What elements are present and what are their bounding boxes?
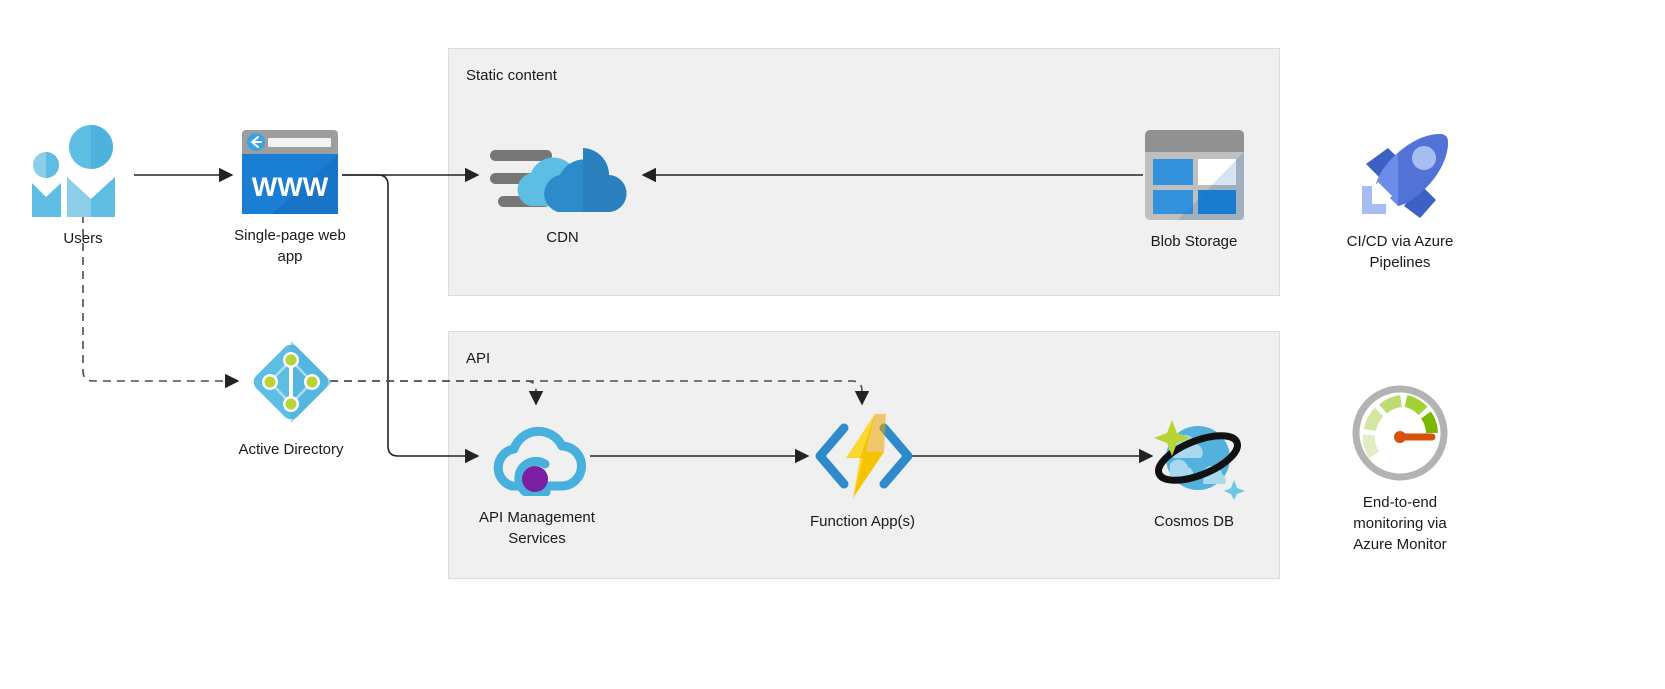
node-label-cosmos-db: Cosmos DB [1153,513,1235,530]
function-app-icon [808,412,918,505]
node-label-cicd-pipelines: CI/CD via Azure Pipelines [1346,233,1454,271]
node-label-cdn: CDN [546,229,579,246]
node-cdn[interactable]: CDN [489,140,636,248]
node-api-management[interactable]: API Management Services [466,414,608,549]
node-label-single-page-web-app: Single-page web app [234,227,346,265]
cdn-cloud-icon [489,140,636,221]
node-label-active-directory: Active Directory [238,441,344,458]
svg-text:WWW: WWW [252,172,329,202]
node-label-api-management: API Management Services [479,509,595,547]
node-function-app[interactable]: Function App(s) [795,412,930,532]
browser-www-icon: WWW [242,130,338,219]
node-label-blob-storage: Blob Storage [1150,233,1238,250]
node-azure-monitor[interactable]: End-to-end monitoring via Azure Monitor [1338,385,1462,555]
blob-storage-icon [1144,130,1244,225]
node-active-directory[interactable]: Active Directory [230,336,352,460]
api-management-icon [482,414,592,501]
node-label-azure-monitor: End-to-end monitoring via Azure Monitor [1353,494,1447,553]
rocket-icon [1348,128,1452,225]
users-icon [28,125,138,222]
gauge-icon [1352,385,1448,486]
node-cosmos-db[interactable]: Cosmos DB [1134,408,1254,532]
group-label-api: API [466,350,491,367]
active-directory-icon [245,336,337,433]
node-single-page-web-app[interactable]: WWW Single-page web app [230,130,350,267]
cosmos-db-icon [1142,408,1246,505]
node-label-function-app: Function App(s) [809,513,916,530]
node-cicd-pipelines[interactable]: CI/CD via Azure Pipelines [1338,128,1462,273]
node-label-users: Users [63,230,103,247]
group-label-static-content: Static content [466,67,557,84]
node-blob-storage[interactable]: Blob Storage [1134,130,1254,252]
node-users[interactable]: Users [23,125,143,249]
